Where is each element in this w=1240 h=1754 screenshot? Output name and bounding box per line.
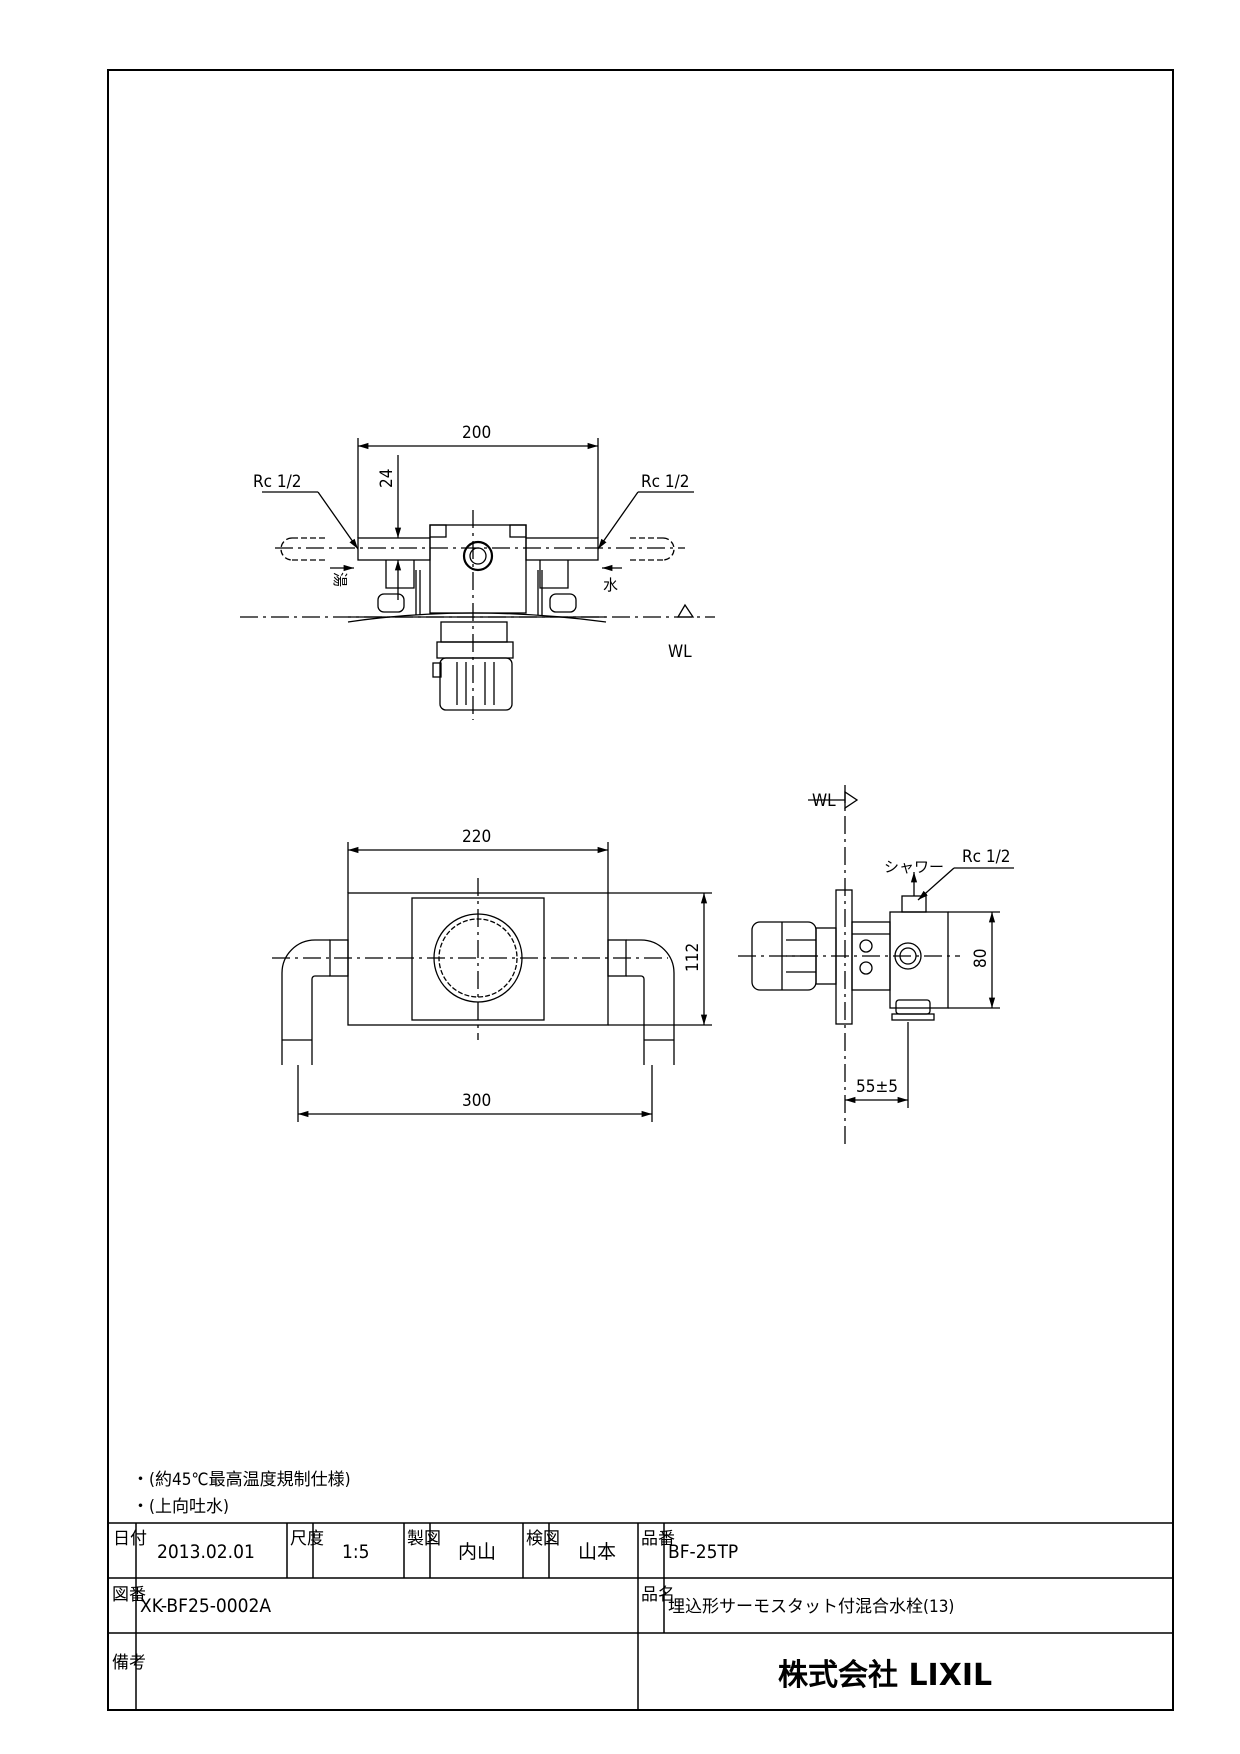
cold-label: 水 [603,576,618,594]
dimension-80: 80 [971,949,991,968]
front-view [272,842,712,1122]
drawing-no-value: XK-BF25-0002A [140,1595,271,1617]
product-no-field-label: 品番 [641,1529,675,1549]
port-label-left: Rc 1/2 [253,472,302,492]
product-name-value: 埋込形サーモスタット付混合水栓(13) [668,1597,954,1617]
checked-field-label: 検図 [526,1529,560,1549]
dimension-220: 220 [462,827,491,847]
scale-field-label: 尺度 [290,1529,324,1549]
drawing-border [107,69,1174,1711]
scale-value: 1:5 [342,1541,370,1563]
shower-label: シャワー [884,858,944,876]
wall-line-label-side: WL [812,791,836,811]
port-label-right: Rc 1/2 [641,472,690,492]
date-value: 2013.02.01 [157,1541,255,1563]
drawing-no-field-label: 図番 [112,1585,146,1605]
note-1: ・(約45℃最高温度規制仕様) [132,1470,351,1490]
dimension-200: 200 [462,423,491,443]
checked-by-value: 山本 [578,1541,616,1563]
title-block [108,1522,1173,1710]
note-2: ・(上向吐水) [132,1497,229,1517]
side-view [738,785,1014,1145]
remarks-field-label: 備考 [112,1653,146,1673]
dimension-300: 300 [462,1091,491,1111]
company-logo: 株式会社 LIXIL [778,1658,992,1693]
drawn-field-label: 製図 [407,1529,441,1549]
product-no-value: BF-25TP [668,1541,738,1563]
side-port-label: Rc 1/2 [962,847,1011,867]
wall-line-label-top: WL [668,642,692,662]
hot-label: 湯 [331,572,349,587]
dimension-24: 24 [377,469,397,488]
top-view [240,438,715,720]
dimension-112: 112 [683,943,703,972]
date-field-label: 日付 [113,1529,147,1549]
drawn-by-value: 内山 [458,1541,496,1563]
product-name-field-label: 品名 [641,1585,675,1605]
dimension-55: 55±5 [856,1077,898,1097]
